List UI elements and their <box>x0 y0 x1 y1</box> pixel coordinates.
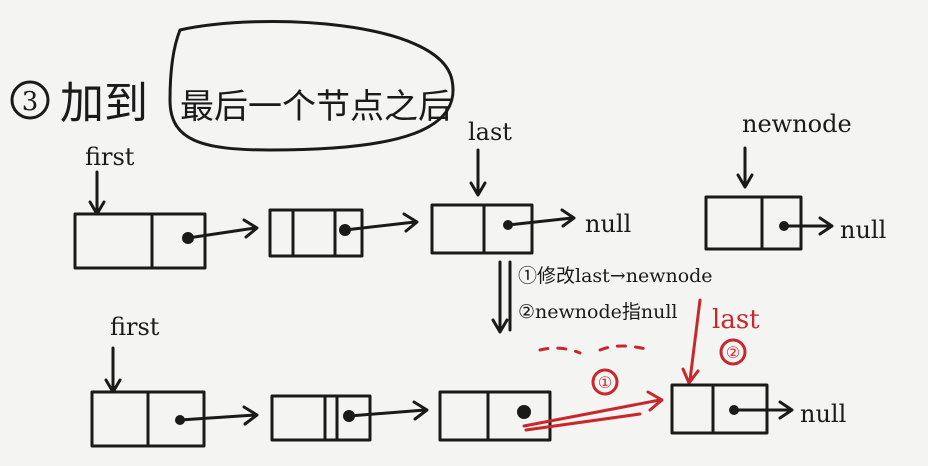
next-arrow <box>782 216 834 236</box>
red-step1-number: ① <box>598 373 612 392</box>
node-3 <box>438 390 552 442</box>
row-after: first ① last ② <box>90 298 846 448</box>
circle-annotation <box>168 20 455 152</box>
next-arrow <box>186 218 259 240</box>
node-box <box>704 195 803 251</box>
heading: 3 加到 最后一个节点之后 <box>10 20 455 152</box>
red-step2-circle <box>719 338 747 366</box>
step2-text: ②newnode指null <box>518 301 678 323</box>
red-last-label: last <box>712 305 760 335</box>
newnode-label: newnode <box>742 110 852 138</box>
red-last-pointer-arrow <box>681 298 702 385</box>
step-number-circle <box>10 80 50 120</box>
red-annotations: ① last ② <box>522 298 760 432</box>
node-2 <box>268 208 364 258</box>
null-label: null <box>585 210 631 238</box>
red-step1-circle <box>591 368 619 396</box>
next-arrow <box>343 212 419 233</box>
node-box <box>430 203 534 255</box>
transition-arrow <box>491 260 509 334</box>
last-label: last <box>468 118 512 146</box>
heading-text-outside: 加到 <box>60 78 148 129</box>
next-arrow <box>732 400 794 420</box>
red-step2-number: ② <box>726 343 740 362</box>
red-link-arrow-stroke <box>524 412 642 432</box>
null-label: null <box>800 400 846 428</box>
node-box <box>268 208 364 258</box>
red-dash-mark <box>538 344 652 355</box>
first-label: first <box>110 313 160 341</box>
node-box <box>438 390 552 442</box>
step1-text: ①修改last→newnode <box>518 265 713 287</box>
next-arrow <box>178 405 259 426</box>
row-before: first last null newnode <box>73 110 886 270</box>
node-box <box>73 212 207 270</box>
node-2 <box>270 394 372 442</box>
first-label: first <box>85 143 135 171</box>
new-node <box>704 195 803 251</box>
step-number: 3 <box>22 87 39 117</box>
heading-text-circled: 最后一个节点之后 <box>180 87 452 127</box>
next-arrow <box>506 208 576 228</box>
last-pointer-arrow <box>469 148 487 197</box>
node-1 <box>73 212 207 270</box>
first-pointer-arrow <box>88 170 106 216</box>
next-arrow <box>347 400 429 421</box>
first-pointer-arrow <box>104 346 122 394</box>
node-3 <box>430 203 534 255</box>
next-pointer-dot <box>517 405 531 419</box>
newnode-pointer-arrow <box>736 146 754 189</box>
node-box <box>270 394 372 442</box>
red-link-arrow <box>522 390 664 428</box>
transition: ①修改last→newnode ②newnode指null <box>491 260 713 355</box>
null-label: null <box>840 216 886 244</box>
